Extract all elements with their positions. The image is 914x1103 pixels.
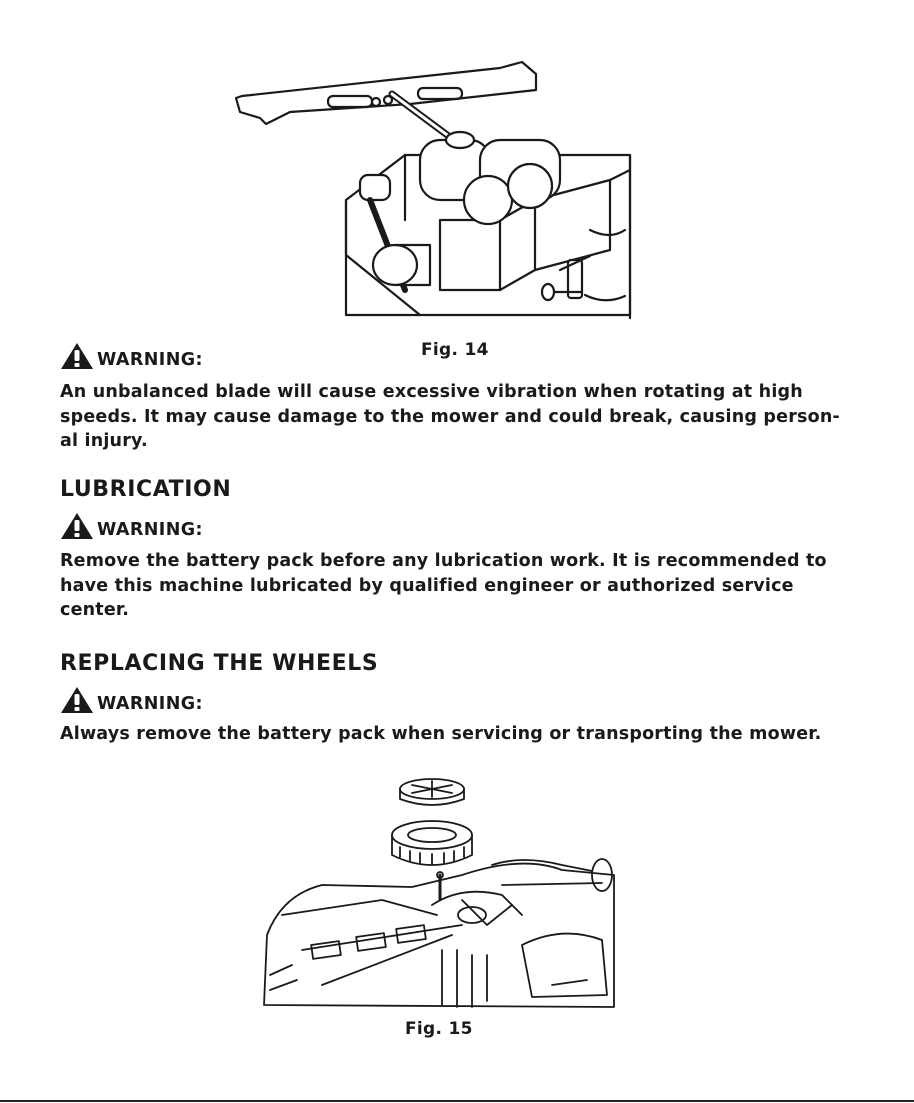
warning-unbalanced-blade-text: An unbalanced blade will cause excessive… [60,382,841,451]
wheels-warning-text: Always remove the battery pack when serv… [60,724,822,744]
lubrication-heading: LUBRICATION [60,477,232,502]
fig-14-caption: Fig. 14 [421,340,489,360]
warning-label: WARNING: [97,350,203,370]
warning-triangle-icon [61,513,93,539]
page-bottom-rule [0,1100,914,1102]
warning-heading: WARNING: [60,342,203,370]
fig-15-caption: Fig. 15 [405,1019,473,1039]
warning-heading: WARNING: [60,512,203,540]
fig-15-illustration [262,775,617,1015]
warning-triangle-icon [61,343,93,369]
warning-triangle-icon [61,687,93,713]
warning-heading: WARNING: [60,686,203,714]
lubrication-warning-text: Remove the battery pack before any lubri… [60,551,827,620]
replacing-wheels-heading: REPLACING THE WHEELS [60,651,379,676]
warning-label: WARNING: [97,520,203,540]
warning-label: WARNING: [97,694,203,714]
fig-14-illustration [230,60,640,322]
